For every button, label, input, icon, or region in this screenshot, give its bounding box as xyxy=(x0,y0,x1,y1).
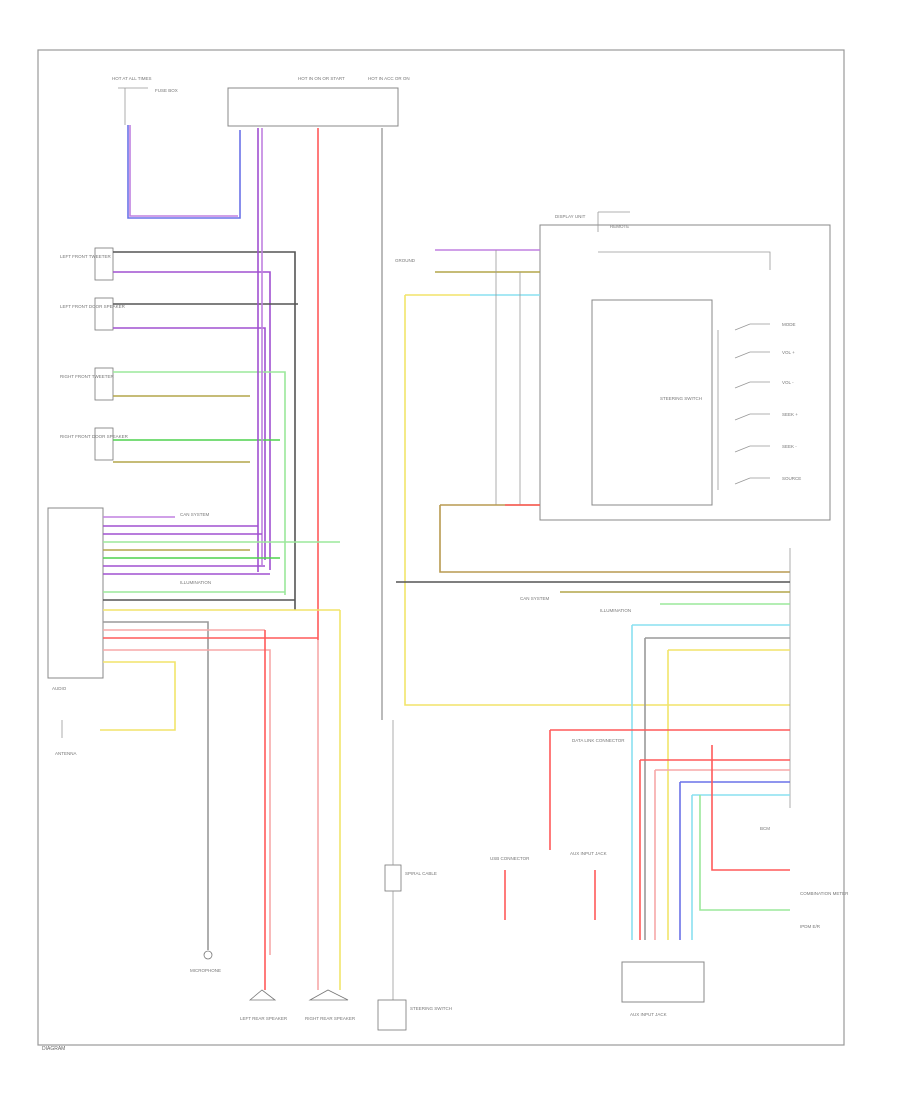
wire-rf-tw-1 xyxy=(113,371,286,595)
usb-label: USB CONNECTOR xyxy=(490,856,530,861)
wire-cyan-2 xyxy=(691,794,790,940)
ipdm-label: IPDM E/R xyxy=(800,924,821,929)
steering-top-connector xyxy=(597,211,630,232)
wire-lf-tw-1 xyxy=(113,251,296,610)
antenna-label: ANTENNA xyxy=(55,751,77,756)
illumination-label: ILLUMINATION xyxy=(180,580,211,585)
left-front-door-speaker: LEFT FRONT DOOR SPEAKER xyxy=(60,297,126,331)
bcm-can-label: CAN SYSTEM xyxy=(520,596,550,601)
wire-lf-tw-2 xyxy=(113,271,271,570)
wire-cyan-1 xyxy=(631,624,790,940)
aux-unit: AUX INPUT JACK xyxy=(621,961,705,1017)
fuse-right-label: HOT IN ACC OR ON xyxy=(368,76,410,81)
fuse-block-mid: HOT IN ON OR START HOT IN ACC OR ON xyxy=(227,76,410,127)
steering-switch-label: STEERING SWITCH xyxy=(410,1006,452,1011)
remote-label: REMOTE xyxy=(610,224,629,229)
switch-vol-up-label: VOL + xyxy=(782,350,795,355)
left-rear-label: LEFT REAR SPEAKER xyxy=(240,1016,288,1021)
audio-unit: AUDIO xyxy=(47,507,104,691)
wire-brown-long xyxy=(439,504,790,573)
right-front-tweeter-label: RIGHT FRONT TWEETER xyxy=(60,374,115,379)
switch-source-label: SOURCE xyxy=(782,476,801,481)
wire-gray-2 xyxy=(644,637,790,940)
bcm-label: BCM xyxy=(760,826,770,831)
wire-red-3 xyxy=(639,759,790,940)
spiral-cable: SPIRAL CABLE xyxy=(384,864,437,892)
switch-seek-up-label: SEEK + xyxy=(782,412,798,417)
wire-audio-16 xyxy=(100,661,176,731)
combination-meter-label: COMBINATION METER xyxy=(800,891,849,896)
switch-array: MODE VOL + VOL - SEEK + SEEK - SOURCE xyxy=(717,322,801,490)
left-front-door-label: LEFT FRONT DOOR SPEAKER xyxy=(60,304,126,309)
data-link-label: DATA LINK CONNECTOR xyxy=(572,738,625,743)
wire-blue-2 xyxy=(679,781,790,940)
steering-switch-inner-label: STEERING SWITCH xyxy=(660,396,702,401)
wire-yellow-long xyxy=(404,295,790,706)
diagram-code: DIAGRAM xyxy=(42,1046,65,1052)
switch-seek-down-label: SEEK - xyxy=(782,444,797,449)
aux-label: AUX INPUT JACK xyxy=(570,851,607,856)
diagram-frame xyxy=(37,49,845,1046)
bcm-illum-label: ILLUMINATION xyxy=(600,608,631,613)
fuse-box-label: FUSE BOX xyxy=(155,88,178,93)
left-front-tweeter-label: LEFT FRONT TWEETER xyxy=(60,254,112,259)
mic: MICROPHONE xyxy=(190,950,221,973)
usb-connector: USB CONNECTOR xyxy=(490,856,530,861)
spiral-cable-label: SPIRAL CABLE xyxy=(405,871,437,876)
aux-jack: AUX INPUT JACK xyxy=(570,851,607,856)
fuse-left-label: HOT AT ALL TIMES xyxy=(112,76,152,81)
right-rear-label: RIGHT REAR SPEAKER xyxy=(305,1016,356,1021)
steering-switch-box: STEERING SWITCH xyxy=(539,224,831,521)
wire-green-meter xyxy=(699,795,790,911)
wire-red-meter xyxy=(711,745,790,871)
wire-violet-fuse xyxy=(129,125,238,217)
display-label: DISPLAY UNIT xyxy=(555,214,586,219)
wire-red-2 xyxy=(549,729,790,850)
wire-pink-2 xyxy=(654,769,790,940)
right-front-tweeter: RIGHT FRONT TWEETER xyxy=(60,367,115,401)
right-rear-speaker: RIGHT REAR SPEAKER xyxy=(305,989,356,1021)
ground-label: GROUND xyxy=(395,258,416,263)
steering-switch-bottom: STEERING SWITCH xyxy=(377,999,452,1031)
left-rear-speaker: LEFT REAR SPEAKER xyxy=(240,989,288,1021)
fuse-mid-label: HOT IN ON OR START xyxy=(298,76,345,81)
audio-unit-label: AUDIO xyxy=(52,686,67,691)
wire-blue-fuse xyxy=(127,125,241,219)
switch-vol-down-label: VOL - xyxy=(782,380,794,385)
wire-lf-door-2 xyxy=(113,327,266,560)
antenna: ANTENNA xyxy=(55,720,77,756)
right-front-door-label: RIGHT FRONT DOOR SPEAKER xyxy=(60,434,129,439)
right-front-door-speaker: RIGHT FRONT DOOR SPEAKER xyxy=(60,427,129,461)
can-system-label: CAN SYSTEM xyxy=(180,512,210,517)
wire-steer-top xyxy=(598,251,771,270)
wire-audio-15 xyxy=(103,649,271,955)
wire-yellow-2 xyxy=(667,649,790,940)
left-front-tweeter: LEFT FRONT TWEETER xyxy=(60,247,114,281)
fuse-block-left: HOT AT ALL TIMES FUSE BOX xyxy=(112,76,178,125)
switch-mode-label: MODE xyxy=(782,322,796,327)
wire-st-vert xyxy=(495,250,521,505)
wire-audio-12 xyxy=(103,621,209,950)
aux-unit-label: AUX INPUT JACK xyxy=(630,1012,667,1017)
mic-label: MICROPHONE xyxy=(190,968,221,973)
